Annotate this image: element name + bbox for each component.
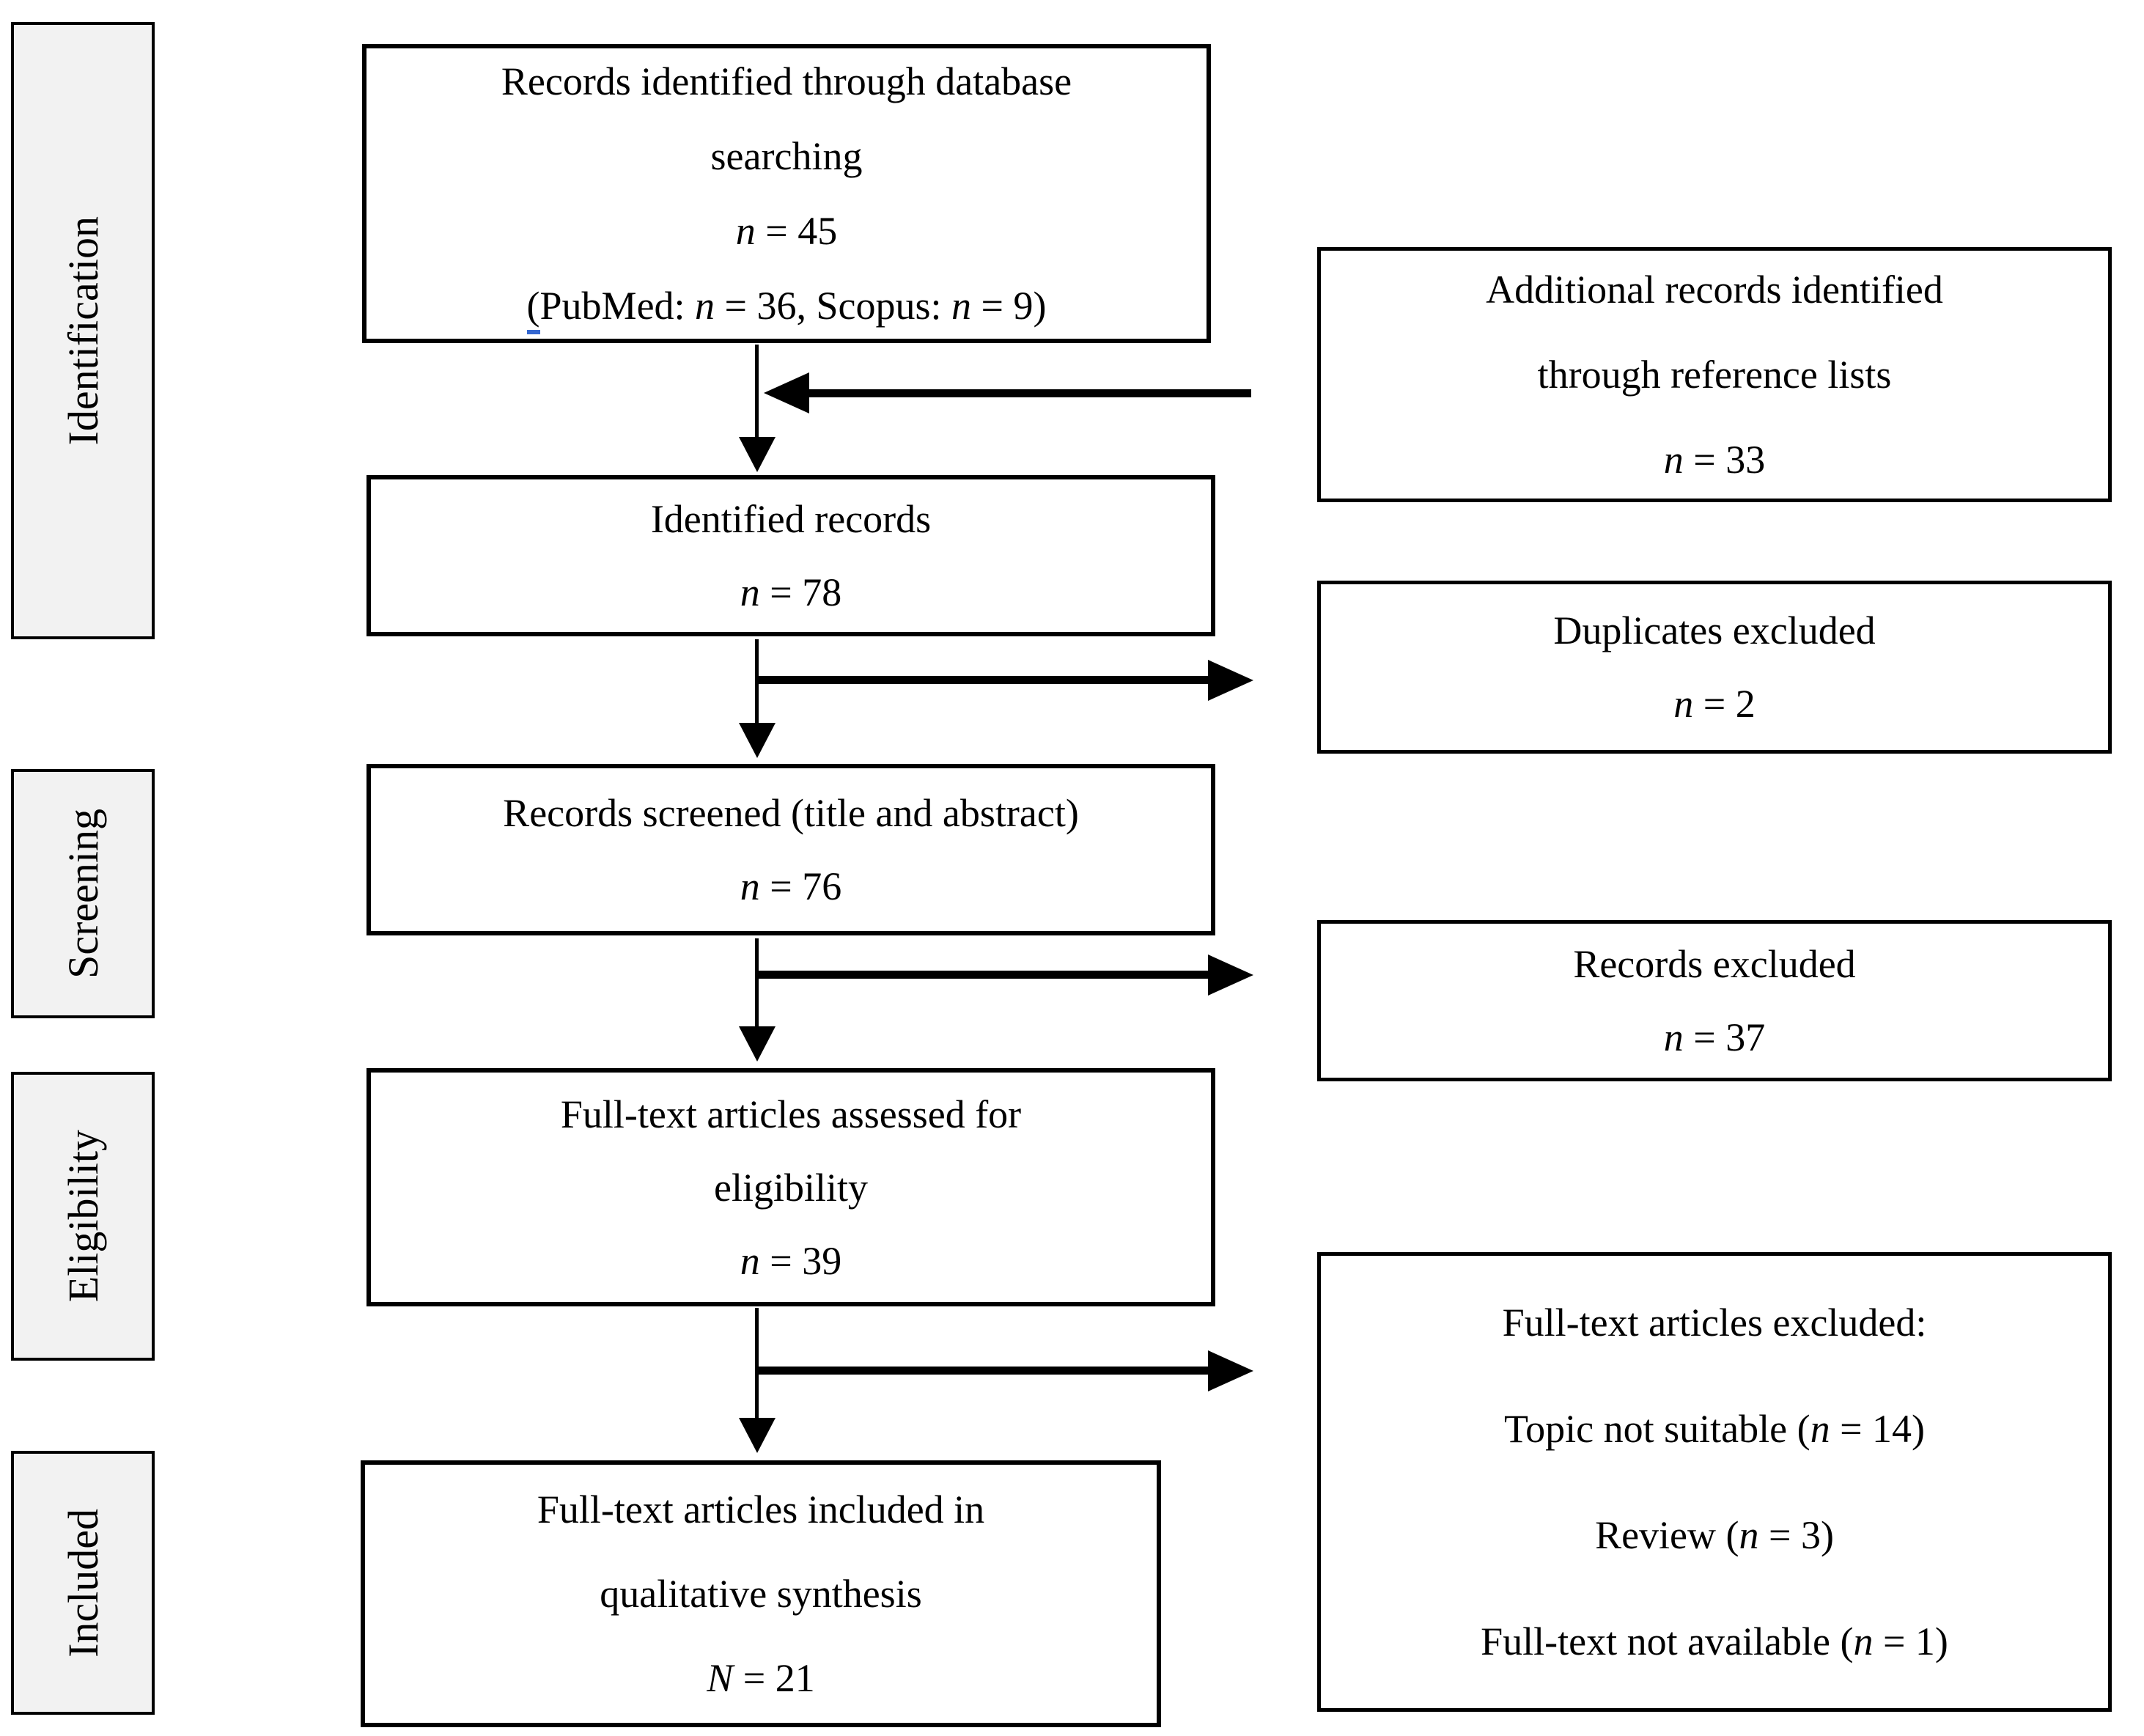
n-symbol: n: [1810, 1406, 1830, 1451]
arrowhead-down-icon: [739, 1026, 776, 1062]
box-additional-records-line2: through reference lists: [1537, 353, 1892, 397]
n-value: = 76: [759, 864, 842, 908]
box-fulltext-assessed-count: n = 39: [740, 1224, 841, 1298]
arrowhead-down-icon: [739, 1418, 776, 1453]
box-records-excluded-line1: Records excluded: [1573, 942, 1856, 986]
n-symbol: n: [1853, 1619, 1874, 1663]
box-additional-records-count: n = 33: [1664, 417, 1765, 502]
box-fulltext-assessed-line2: eligibility: [714, 1165, 868, 1210]
n-symbol: n: [740, 570, 760, 614]
stage-box-included: Included: [11, 1451, 155, 1715]
box-fulltext-included-count: N = 21: [707, 1636, 815, 1721]
box-fulltext-excluded: Full-text articles excluded: Topic not s…: [1317, 1252, 2112, 1712]
arrow-line-to-records-excluded: [758, 971, 1209, 979]
n-value: = 14): [1830, 1406, 1926, 1451]
stage-label-identification: Identification: [59, 216, 107, 446]
n-symbol: n: [740, 864, 760, 908]
arrow-line-to-duplicates-excluded: [758, 676, 1209, 684]
reason-text: Full-text not available (: [1481, 1619, 1854, 1663]
n-value: = 1): [1873, 1619, 1948, 1663]
box-duplicates-excluded-count: n = 2: [1673, 667, 1755, 740]
box-records-excluded-count: n = 37: [1664, 1001, 1765, 1074]
box-records-screened: Records screened (title and abstract) n …: [366, 764, 1215, 935]
arrowhead-down-icon: [739, 437, 776, 472]
box-fulltext-excluded-reason3: Full-text not available (n = 1): [1481, 1589, 1948, 1695]
reason-text: Review (: [1595, 1512, 1739, 1557]
box-fulltext-included-line2: qualitative synthesis: [600, 1571, 922, 1616]
stage-box-eligibility: Eligibility: [11, 1072, 155, 1361]
box-identified-records-count: n = 78: [740, 556, 841, 629]
box-additional-records: Additional records identified through re…: [1317, 247, 2112, 502]
box-duplicates-excluded-line1: Duplicates excluded: [1553, 608, 1876, 652]
box-fulltext-excluded-title: Full-text articles excluded:: [1502, 1300, 1927, 1345]
detail-text: PubMed:: [539, 284, 696, 328]
arrowhead-left-icon: [764, 372, 809, 413]
arrow-line-additional-to-merge: [808, 389, 1251, 397]
n-symbol: n: [1739, 1512, 1759, 1557]
n-symbol: n: [740, 1238, 760, 1283]
arrow-line-screened-to-assessed: [755, 938, 759, 1028]
box-records-excluded: Records excluded n = 37: [1317, 920, 2112, 1081]
box-records-identified-db: Records identified through database sear…: [362, 44, 1211, 343]
box-additional-records-line1: Additional records identified: [1486, 268, 1943, 312]
arrow-line-to-fulltext-excluded: [758, 1367, 1209, 1375]
n-value: = 2: [1693, 682, 1756, 726]
box-fulltext-excluded-reason1: Topic not suitable (n = 14): [1504, 1376, 1925, 1482]
box-records-identified-db-count: n = 45: [736, 194, 837, 268]
n-symbol: n: [951, 284, 972, 328]
arrow-line-identified-to-screened: [755, 639, 759, 724]
box-records-screened-count: n = 76: [740, 850, 841, 923]
arrowhead-right-icon: [1208, 955, 1253, 996]
n-value: = 33: [1683, 438, 1766, 482]
n-symbol: n: [1663, 438, 1684, 482]
n-value: = 39: [759, 1238, 842, 1283]
box-fulltext-included-line1: Full-text articles included in: [537, 1487, 985, 1531]
n-symbol: n: [1663, 1015, 1684, 1059]
stage-label-eligibility: Eligibility: [59, 1130, 107, 1303]
stage-box-screening: Screening: [11, 769, 155, 1018]
box-fulltext-assessed-line1: Full-text articles assessed for: [560, 1092, 1022, 1136]
n-value: = 37: [1683, 1015, 1766, 1059]
stage-box-identification: Identification: [11, 22, 155, 639]
box-fulltext-assessed: Full-text articles assessed for eligibil…: [366, 1068, 1215, 1306]
reason-text: Topic not suitable (: [1503, 1406, 1810, 1451]
n-value: = 78: [759, 570, 842, 614]
box-fulltext-included: Full-text articles included in qualitati…: [361, 1460, 1161, 1727]
detail-text: = 36, Scopus:: [715, 284, 952, 328]
box-records-identified-db-line1: Records identified through database: [501, 59, 1072, 103]
arrowhead-down-icon: [739, 723, 776, 758]
box-duplicates-excluded: Duplicates excluded n = 2: [1317, 581, 2112, 754]
arrowhead-right-icon: [1208, 1350, 1253, 1391]
box-records-screened-line1: Records screened (title and abstract): [503, 791, 1079, 835]
n-symbol: n: [735, 209, 756, 253]
box-records-identified-db-line2: searching: [710, 134, 863, 178]
n-symbol: n: [695, 284, 715, 328]
box-identified-records: Identified records n = 78: [366, 475, 1215, 636]
stage-label-included: Included: [59, 1508, 107, 1658]
box-records-identified-db-detail: (PubMed: n = 36, Scopus: n = 9): [526, 268, 1047, 343]
n-value: = 3): [1758, 1512, 1834, 1557]
n-value: = 45: [755, 209, 838, 253]
n-value: = 21: [733, 1655, 815, 1700]
detail-text: = 9): [971, 284, 1047, 328]
stage-label-screening: Screening: [59, 809, 107, 979]
box-identified-records-line1: Identified records: [650, 497, 932, 541]
underlined-paren: (: [526, 283, 540, 334]
arrow-line-db-to-identified: [755, 345, 759, 438]
box-fulltext-excluded-reason2: Review (n = 3): [1595, 1482, 1834, 1589]
arrow-line-assessed-to-included: [755, 1308, 759, 1419]
n-symbol: N: [707, 1655, 734, 1700]
n-symbol: n: [1673, 682, 1694, 726]
arrowhead-right-icon: [1208, 660, 1253, 701]
